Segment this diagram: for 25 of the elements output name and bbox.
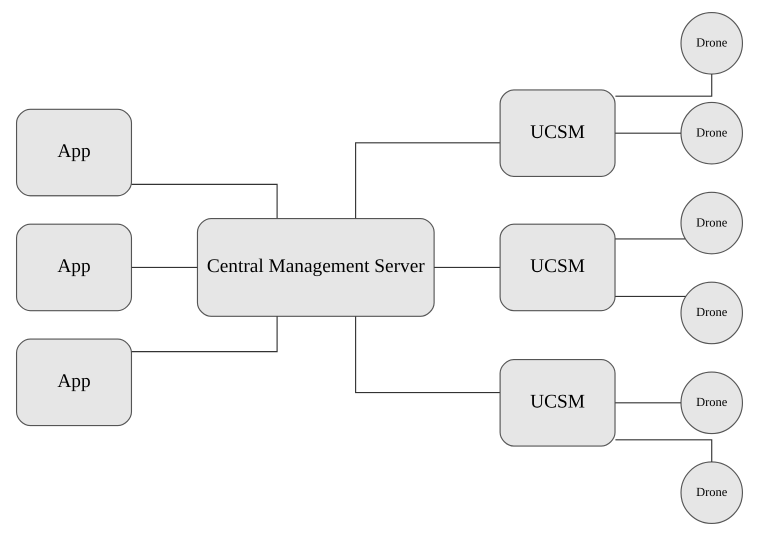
connector — [614, 402, 680, 404]
node-circle: Drone — [680, 12, 743, 75]
connector — [614, 238, 685, 240]
node-box: App — [15, 108, 132, 196]
connector — [614, 74, 712, 97]
connector — [354, 316, 500, 394]
node-box: App — [15, 224, 132, 312]
connector — [131, 184, 278, 218]
connector — [131, 266, 197, 268]
node-box: Central Management Server — [196, 218, 434, 317]
node-circle: Drone — [680, 282, 743, 344]
connector — [614, 296, 685, 298]
connector — [434, 266, 500, 268]
node-circle: Drone — [680, 192, 743, 254]
node-box: App — [15, 338, 132, 426]
connector — [354, 142, 500, 218]
node-box: UCSM — [499, 224, 616, 312]
node-box: UCSM — [499, 89, 616, 177]
connector — [614, 132, 680, 134]
node-circle: Drone — [680, 102, 743, 164]
node-circle: Drone — [680, 461, 743, 524]
node-box: UCSM — [499, 359, 616, 447]
connector — [614, 439, 712, 462]
connector — [131, 316, 278, 352]
node-circle: Drone — [680, 372, 743, 434]
